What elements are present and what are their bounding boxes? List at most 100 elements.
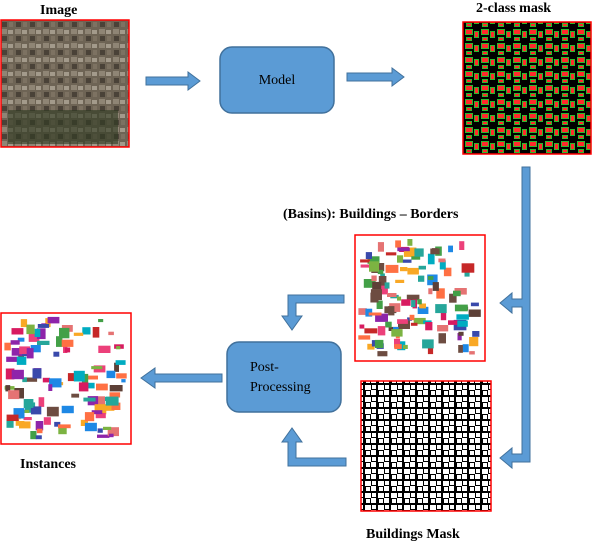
building-instance xyxy=(97,428,103,433)
building-instance xyxy=(82,327,91,335)
building-instance xyxy=(13,408,25,419)
building-instance xyxy=(30,431,37,440)
building-instance xyxy=(394,344,402,350)
building-instance xyxy=(58,424,71,429)
building-instance xyxy=(104,405,115,411)
building-instance xyxy=(428,288,433,295)
building-instance xyxy=(427,253,435,265)
building-instance xyxy=(80,419,88,426)
building-instance xyxy=(430,248,440,255)
building-instance xyxy=(363,279,376,288)
building-instance xyxy=(469,351,475,355)
building-instance xyxy=(58,427,67,435)
building-instance xyxy=(24,377,38,382)
building-instance xyxy=(406,294,420,301)
building-instance xyxy=(439,260,446,270)
building-instance xyxy=(106,370,116,379)
building-instance xyxy=(32,368,42,379)
two-class-mask-caption: 2-class mask xyxy=(476,1,551,16)
building-instance xyxy=(61,405,74,414)
building-instance xyxy=(403,344,408,349)
building-instance xyxy=(54,421,61,427)
building-instance xyxy=(11,348,23,356)
building-instance xyxy=(374,339,384,348)
building-instance xyxy=(437,325,449,332)
post-processing-label-line2: Processing xyxy=(250,380,311,395)
building-instance xyxy=(378,276,387,286)
arrow-buildingsmask-to-postprocessing xyxy=(281,427,347,467)
post-processing-node: Post- Processing xyxy=(226,341,342,413)
building-instance xyxy=(84,422,97,432)
building-instance xyxy=(98,345,111,353)
building-instance xyxy=(116,373,127,379)
building-instance xyxy=(30,406,42,415)
building-instance xyxy=(35,435,42,440)
building-instance xyxy=(115,360,126,365)
building-instance xyxy=(48,384,53,391)
building-instance xyxy=(368,312,382,316)
building-instance xyxy=(59,327,70,339)
building-instance xyxy=(91,410,103,415)
building-instance xyxy=(418,265,426,270)
building-instance xyxy=(358,335,371,340)
building-instance xyxy=(4,342,11,351)
building-instance xyxy=(82,373,89,383)
building-instance xyxy=(105,396,119,406)
instances-caption: Instances xyxy=(20,457,77,472)
building-instance xyxy=(36,328,46,340)
building-instance xyxy=(358,308,367,315)
model-node: Model xyxy=(219,46,335,114)
building-instance xyxy=(414,248,424,257)
building-instance xyxy=(38,397,45,407)
building-instance xyxy=(10,340,20,345)
building-instance xyxy=(5,368,15,380)
building-instance xyxy=(61,339,74,347)
building-instance xyxy=(26,324,35,335)
building-instance xyxy=(103,426,112,430)
building-instance xyxy=(367,256,380,264)
building-instance xyxy=(384,282,390,289)
building-instance xyxy=(46,406,59,417)
building-instance xyxy=(432,282,439,291)
building-instance xyxy=(397,319,408,324)
image-caption: Image xyxy=(40,3,77,18)
building-instance xyxy=(395,279,405,283)
building-instance xyxy=(438,258,446,263)
building-instance xyxy=(458,331,464,336)
building-instance xyxy=(418,275,425,282)
building-instance xyxy=(449,293,457,303)
building-instance xyxy=(6,419,14,428)
building-instance xyxy=(401,299,411,306)
building-instance xyxy=(397,255,404,263)
building-instance xyxy=(26,348,34,359)
building-instance xyxy=(435,304,447,314)
arrow-mask-split xyxy=(499,166,531,470)
building-instance xyxy=(22,377,27,383)
building-instance xyxy=(402,259,412,263)
building-instance xyxy=(377,242,384,252)
building-instance xyxy=(109,385,123,392)
building-instance xyxy=(83,397,96,402)
building-instance xyxy=(411,256,421,260)
arrow-basins-to-postprocessing xyxy=(281,294,345,331)
basins-image xyxy=(354,234,486,362)
building-instance xyxy=(459,241,465,250)
building-instance xyxy=(30,345,41,353)
building-instance xyxy=(19,421,31,429)
building-instance xyxy=(398,320,410,329)
building-instance xyxy=(385,252,397,256)
building-instance xyxy=(468,309,481,317)
building-instance xyxy=(111,402,121,410)
building-instance xyxy=(369,261,379,272)
building-instance xyxy=(73,370,85,382)
building-instance xyxy=(19,346,31,355)
building-instance xyxy=(389,303,401,312)
building-instance xyxy=(456,314,469,320)
building-instance xyxy=(23,399,34,408)
building-instance xyxy=(403,247,417,257)
building-instance xyxy=(6,414,19,421)
building-instance xyxy=(377,351,388,357)
building-instance xyxy=(379,283,388,295)
instances-image xyxy=(0,312,132,445)
